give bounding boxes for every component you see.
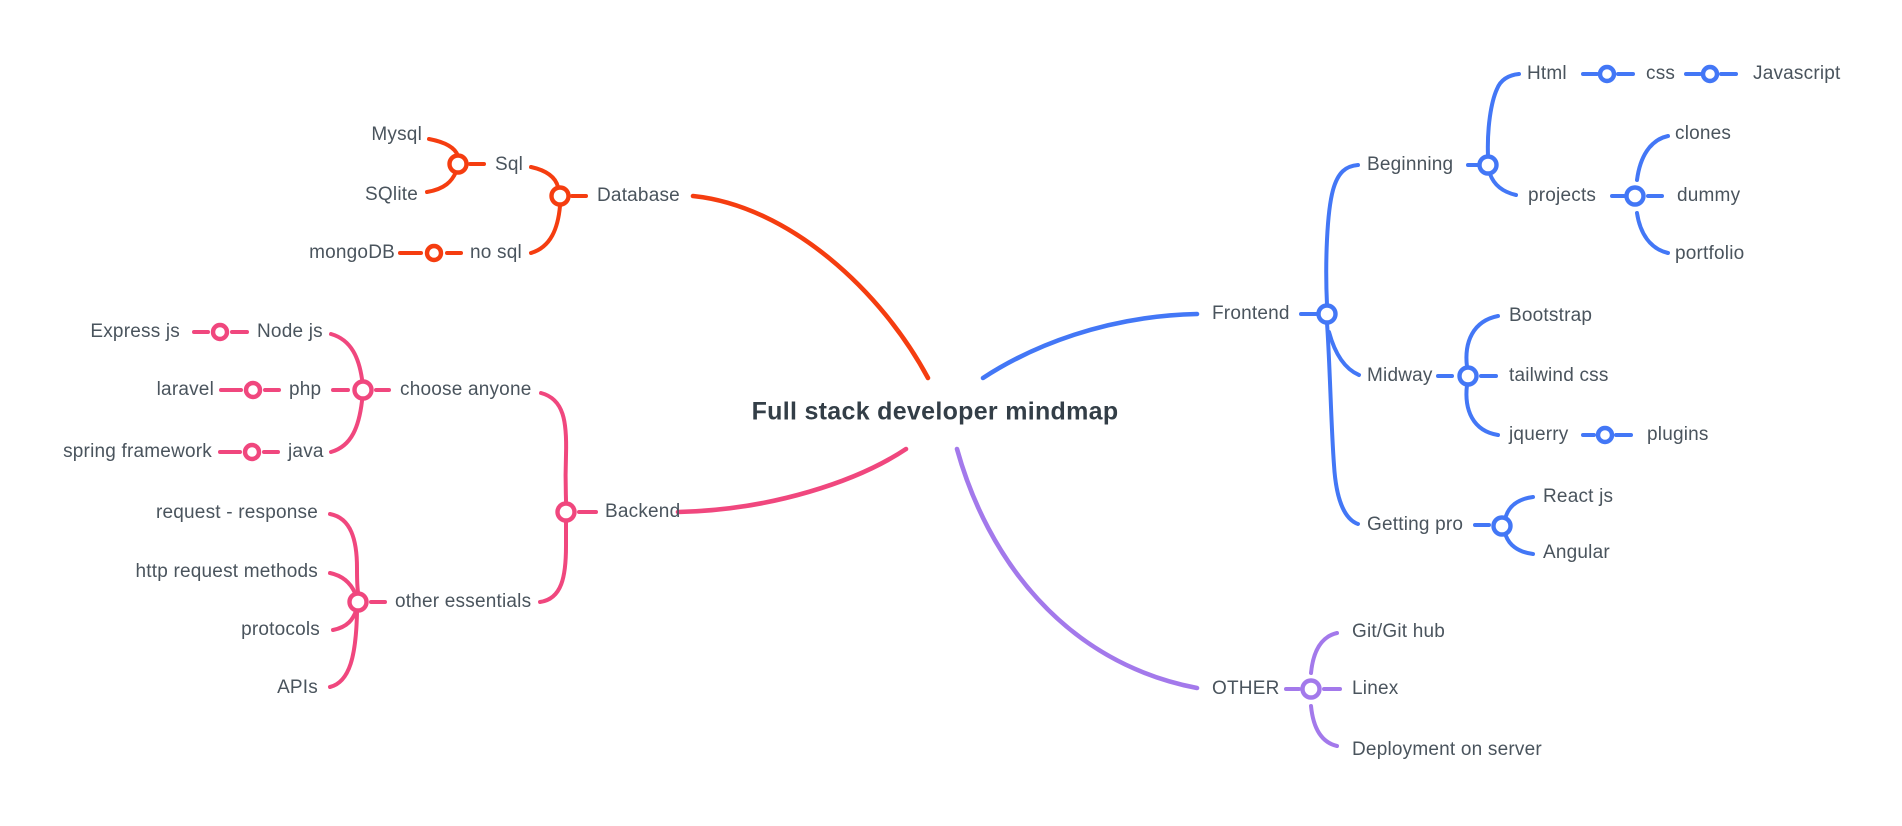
node-projects[interactable]: projects (1528, 185, 1597, 206)
edge-nodejs-to-choose (329, 332, 364, 381)
root-node-title[interactable]: Full stack developer mindmap (751, 397, 1119, 426)
database-branch (398, 137, 931, 381)
node-php[interactable]: php (289, 379, 322, 400)
node-spring-framework[interactable]: spring framework (63, 441, 212, 462)
edge-beginning-to-projects (1488, 172, 1518, 197)
node-frontend[interactable]: Frontend (1212, 303, 1290, 324)
edge-database-to-center (690, 193, 931, 381)
edge-nosql-to-database (529, 204, 562, 255)
node-nosql[interactable]: no sql (470, 242, 522, 263)
edge-backend-to-center (675, 446, 909, 515)
node-sql[interactable]: Sql (495, 154, 524, 175)
node-database[interactable]: Database (597, 185, 680, 206)
node-nodejs[interactable]: Node js (257, 321, 323, 342)
node-midway[interactable]: Midway (1367, 365, 1433, 386)
edge-beginning-to-html (1485, 72, 1521, 158)
node-dummy[interactable]: dummy (1677, 185, 1741, 206)
mongodb-connector-circle[interactable] (424, 243, 444, 263)
node-request-response[interactable]: request - response (155, 502, 318, 523)
node-git-github[interactable]: Git/Git hub (1352, 621, 1446, 642)
backend-junction-circle[interactable] (555, 501, 577, 523)
node-mysql[interactable]: Mysql (371, 124, 422, 145)
node-html[interactable]: Html (1527, 63, 1567, 84)
frontend-junction-circle[interactable] (1316, 303, 1338, 325)
node-plugins[interactable]: plugins (1647, 424, 1709, 445)
edge-sql-to-database (529, 165, 560, 189)
node-deployment-on-server[interactable]: Deployment on server (1352, 739, 1542, 760)
node-javascript[interactable]: Javascript (1753, 63, 1841, 84)
edge-java-to-choose (329, 399, 364, 454)
node-http-request-methods[interactable]: http request methods (135, 561, 318, 582)
edge-reactjs-to-gettingpro (1504, 495, 1535, 518)
node-linex[interactable]: Linex (1352, 678, 1399, 699)
node-beginning[interactable]: Beginning (1367, 154, 1454, 175)
other-essentials-junction-circle[interactable] (347, 591, 369, 613)
node-mongodb[interactable]: mongoDB (309, 242, 395, 263)
edge-deployment-to-other (1309, 704, 1339, 748)
edge-choose-to-backend (539, 391, 569, 503)
edge-mysql-to-sql (427, 137, 460, 158)
node-bootstrap[interactable]: Bootstrap (1509, 305, 1593, 326)
node-jquerry[interactable]: jquerry (1509, 424, 1569, 445)
other-branch (954, 446, 1342, 748)
edge-frontend-to-gettingpro (1325, 321, 1360, 526)
node-angular[interactable]: Angular (1543, 542, 1610, 563)
edge-apis-to-essentials (328, 611, 359, 689)
node-other-essentials[interactable]: other essentials (395, 591, 532, 612)
edge-frontend-to-beginning (1324, 163, 1360, 307)
other-junction-circle[interactable] (1300, 678, 1322, 700)
jquerry-plugins-connector-circle[interactable] (1595, 425, 1615, 445)
node-java[interactable]: java (288, 441, 324, 462)
node-clones[interactable]: clones (1675, 123, 1732, 144)
edge-sqlite-to-sql (425, 170, 458, 194)
edge-git-to-other (1309, 631, 1339, 675)
node-css[interactable]: css (1646, 63, 1676, 84)
node-laravel[interactable]: laravel (156, 379, 214, 400)
gettingpro-junction-circle[interactable] (1491, 515, 1513, 537)
edge-reqresp-to-essentials (328, 512, 360, 594)
html-css-connector-circle[interactable] (1597, 64, 1617, 84)
node-tailwind-css[interactable]: tailwind css (1509, 365, 1609, 386)
laravel-connector-circle[interactable] (243, 380, 263, 400)
node-reactjs[interactable]: React js (1543, 486, 1614, 507)
frontend-branch (980, 64, 1738, 556)
choose-anyone-junction-circle[interactable] (352, 379, 374, 401)
node-backend[interactable]: Backend (605, 501, 681, 522)
edge-jquerry-to-midway (1464, 383, 1500, 437)
edge-bootstrap-to-midway (1464, 314, 1500, 369)
edge-protocols-to-essentials (331, 609, 358, 632)
node-getting-pro[interactable]: Getting pro (1367, 514, 1464, 535)
edge-essentials-to-backend (538, 520, 569, 604)
expressjs-connector-circle[interactable] (210, 322, 230, 342)
edge-other-to-center (954, 446, 1200, 691)
edge-portfolio-to-projects (1635, 211, 1670, 255)
node-protocols[interactable]: protocols (241, 619, 320, 640)
edge-angular-to-gettingpro (1504, 534, 1535, 556)
midway-junction-circle[interactable] (1457, 365, 1479, 387)
css-js-connector-circle[interactable] (1700, 64, 1720, 84)
node-portfolio[interactable]: portfolio (1675, 243, 1745, 264)
projects-junction-circle[interactable] (1624, 185, 1646, 207)
edge-httpmethods-to-essentials (328, 571, 357, 595)
edge-frontend-to-midway (1327, 330, 1361, 377)
node-other[interactable]: OTHER (1212, 678, 1280, 699)
beginning-junction-circle[interactable] (1477, 154, 1499, 176)
node-expressjs[interactable]: Express js (90, 321, 180, 342)
backend-branch (192, 322, 909, 689)
spring-connector-circle[interactable] (242, 442, 262, 462)
node-choose-anyone[interactable]: choose anyone (400, 379, 532, 400)
sql-junction-circle[interactable] (447, 153, 469, 175)
node-sqlite[interactable]: SQlite (365, 184, 418, 205)
edge-clones-to-projects (1635, 134, 1670, 182)
database-junction-circle[interactable] (549, 185, 571, 207)
node-apis[interactable]: APIs (277, 677, 318, 698)
edge-frontend-to-center (980, 311, 1200, 381)
